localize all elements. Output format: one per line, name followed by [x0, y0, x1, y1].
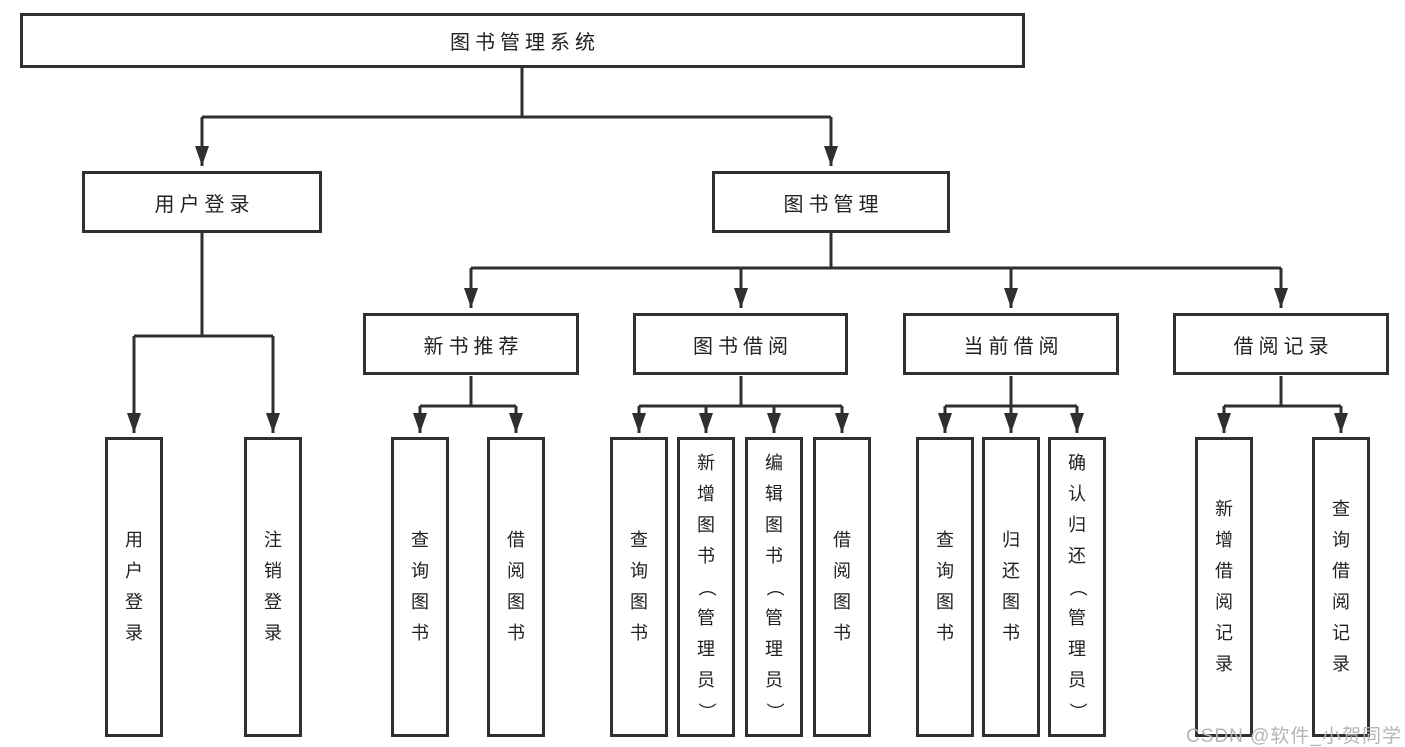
node-label: 新增借阅记录 — [1215, 499, 1233, 674]
leaf-query-borrow-record: 查询借阅记录 — [1312, 437, 1370, 737]
node-label: 图书管理系统 — [450, 32, 600, 54]
node-label: 当前借阅 — [963, 335, 1064, 358]
leaf-add-borrow-record: 新增借阅记录 — [1195, 437, 1253, 737]
leaf-borrow-book-recommend: 借阅图书 — [487, 437, 545, 737]
leaf-confirm-return-admin: 确认归还（管理员） — [1048, 437, 1106, 737]
node-label: 查询图书 — [630, 530, 648, 643]
node-label: 用户登录 — [154, 193, 255, 216]
leaf-user-login: 用户登录 — [105, 437, 163, 737]
node-label: 图书借阅 — [693, 335, 793, 358]
node-label: 查询图书 — [411, 530, 429, 643]
node-user-login: 用户登录 — [82, 171, 322, 233]
leaf-add-book-admin: 新增图书（管理员） — [677, 437, 735, 737]
watermark: CSDN @软件_小贺同学 — [1186, 726, 1402, 747]
node-label: 新增图书（管理员） — [696, 452, 717, 721]
leaf-query-book-recommend: 查询图书 — [391, 437, 449, 737]
node-label: 查询借阅记录 — [1332, 499, 1350, 674]
leaf-query-book-current: 查询图书 — [916, 437, 974, 737]
node-label: 图书管理 — [783, 193, 884, 216]
node-current-borrow: 当前借阅 — [903, 313, 1119, 375]
node-label: 归还图书 — [1002, 530, 1020, 643]
node-book-management: 图书管理 — [712, 171, 950, 233]
node-label: 新书推荐 — [423, 335, 524, 358]
leaf-return-book: 归还图书 — [982, 437, 1040, 737]
node-borrow-records: 借阅记录 — [1173, 313, 1389, 375]
node-label: 用户登录 — [125, 530, 143, 643]
node-label: 编辑图书（管理员） — [764, 452, 785, 721]
node-label: 注销登录 — [264, 530, 282, 643]
leaf-query-book-borrow: 查询图书 — [610, 437, 668, 737]
node-label: 借阅图书 — [833, 530, 851, 643]
node-book-borrow: 图书借阅 — [633, 313, 848, 375]
node-label: 借阅记录 — [1233, 335, 1334, 358]
leaf-borrow-book: 借阅图书 — [813, 437, 871, 737]
node-label: 查询图书 — [936, 530, 954, 643]
node-label: 借阅图书 — [507, 530, 525, 643]
leaf-edit-book-admin: 编辑图书（管理员） — [745, 437, 803, 737]
node-new-book-recommend: 新书推荐 — [363, 313, 579, 375]
node-root-system: 图书管理系统 — [20, 13, 1025, 68]
node-label: 确认归还（管理员） — [1067, 452, 1088, 721]
leaf-logout-login: 注销登录 — [244, 437, 302, 737]
